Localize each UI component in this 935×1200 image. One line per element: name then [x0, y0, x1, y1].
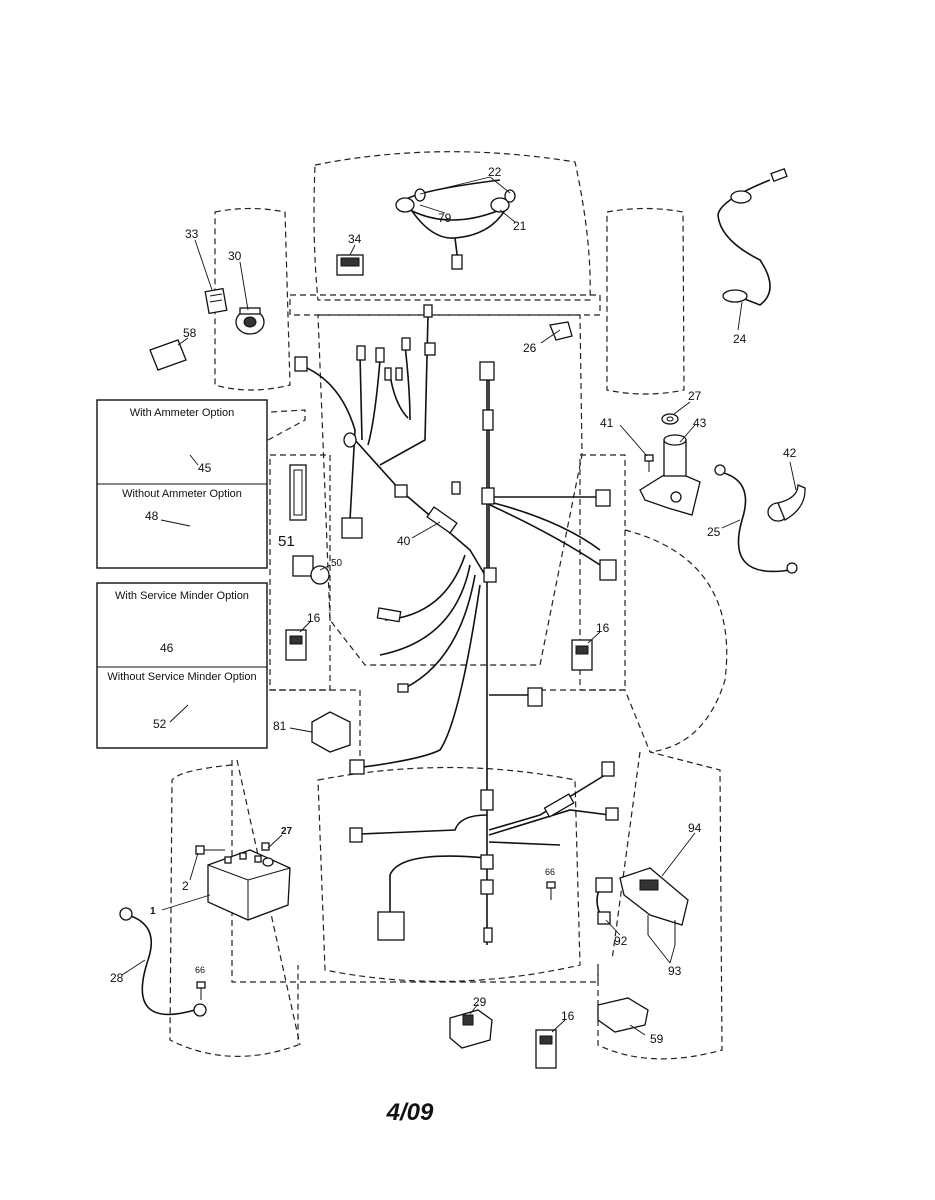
switch-16a-icon [285, 629, 307, 661]
switch-29-icon [449, 1009, 493, 1049]
harness-connectors [294, 304, 619, 943]
callout-30: 30 [228, 249, 242, 263]
battery-1-icon [207, 849, 291, 921]
callout-numbers: 22 79 21 33 30 34 24 58 26 27 41 43 42 2… [110, 165, 797, 1046]
callout-45: 45 [198, 461, 212, 475]
nut-27b-icon [261, 842, 270, 851]
callout-40: 40 [397, 534, 411, 548]
relay-81-icon [311, 711, 351, 753]
callout-25: 25 [707, 525, 721, 539]
callout-28: 28 [110, 971, 124, 985]
callout-50: 50 [331, 558, 343, 569]
callout-48: 48 [145, 509, 159, 523]
module-94-icon [619, 867, 689, 926]
switch-16b-icon [571, 639, 593, 671]
callout-66a: 66 [545, 867, 555, 877]
ground-cable-25 [714, 464, 798, 574]
callout-46: 46 [160, 641, 174, 655]
leader-lines [121, 176, 797, 1036]
solenoid-43-icon [639, 434, 701, 516]
callout-33: 33 [185, 227, 199, 241]
callout-1: 1 [150, 906, 156, 917]
callout-29: 29 [473, 995, 487, 1009]
callout-58: 58 [183, 326, 197, 340]
with-ammeter-label: With Ammeter Option [130, 407, 235, 419]
panel-51-icon [289, 464, 307, 521]
boot-42-icon [767, 484, 806, 522]
ignition-switch-30-icon [235, 307, 265, 335]
connector-92-icon [595, 877, 613, 925]
callout-41: 41 [600, 416, 614, 430]
part-33-icon [204, 287, 228, 315]
fuse-26-icon [549, 321, 573, 341]
callout-21: 21 [513, 219, 527, 233]
callout-43: 43 [693, 416, 707, 430]
screw-66b-icon [196, 981, 206, 1000]
without-ammeter-label: Without Ammeter Option [122, 488, 242, 500]
callout-27b: 27 [281, 826, 293, 837]
callout-26: 26 [523, 341, 537, 355]
option-box-ammeter: With Ammeter Option Without Ammeter Opti… [96, 399, 268, 569]
battery-cable-24 [717, 168, 788, 306]
callout-66b: 66 [195, 965, 205, 975]
callout-59: 59 [650, 1032, 664, 1046]
screw-41-icon [644, 454, 654, 472]
callout-92: 92 [614, 934, 628, 948]
revision-date: 4/09 [386, 1099, 434, 1126]
callout-81: 81 [273, 719, 287, 733]
part-50-icon [292, 555, 330, 585]
nut-27-icon [661, 413, 679, 425]
part-58-icon [149, 339, 187, 371]
option-box-service-minder: With Service Minder Option Without Servi… [96, 582, 268, 749]
callout-24: 24 [733, 332, 747, 346]
callout-2: 2 [182, 879, 189, 893]
callout-27a: 27 [688, 389, 702, 403]
callout-16c: 16 [561, 1009, 575, 1023]
main-harness [299, 314, 611, 945]
callout-22: 22 [488, 165, 502, 179]
battery-cable-28 [119, 907, 207, 1017]
without-service-minder-label: Without Service Minder Option [107, 671, 256, 683]
callout-16b: 16 [596, 621, 610, 635]
callout-93: 93 [668, 964, 682, 978]
headlight-assembly [395, 179, 516, 270]
regulator-59-icon [597, 997, 649, 1033]
callout-94: 94 [688, 821, 702, 835]
callout-51: 51 [278, 533, 295, 550]
callout-16a: 16 [307, 611, 321, 625]
switch-16c-icon [535, 1029, 557, 1069]
screws-93-icon [647, 915, 676, 945]
callout-79: 79 [438, 211, 452, 225]
callout-42: 42 [783, 446, 797, 460]
callout-34: 34 [348, 232, 362, 246]
with-service-minder-label: With Service Minder Option [115, 590, 249, 602]
screw-66a-icon [546, 881, 556, 900]
callout-52: 52 [153, 717, 167, 731]
bolt-2-icon [195, 845, 225, 855]
switch-34-icon [336, 254, 364, 276]
